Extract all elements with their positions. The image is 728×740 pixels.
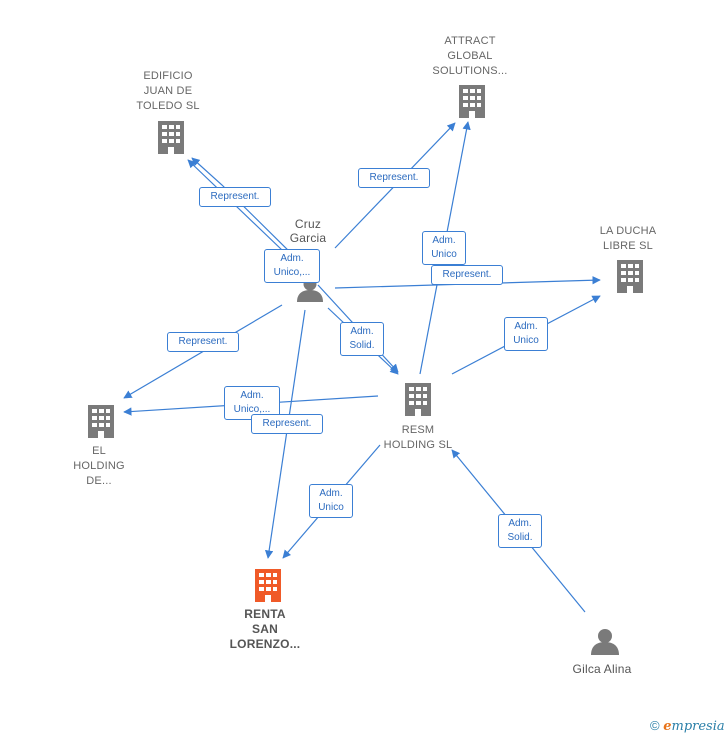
relation-label[interactable]: Adm. Unico [504, 317, 548, 351]
relation-label[interactable]: Adm. Solid. [340, 322, 384, 356]
node-label-laducha: LA DUCHA LIBRE SL [599, 225, 657, 252]
relation-label[interactable]: Represent. [251, 414, 323, 434]
relation-label[interactable]: Adm. Solid. [498, 514, 542, 548]
relation-label[interactable]: Adm. Unico,... [264, 249, 320, 283]
footer-brand[interactable]: © empresia [650, 718, 725, 734]
building-icon[interactable] [155, 120, 187, 156]
relation-label[interactable]: Represent. [199, 187, 271, 207]
building-icon[interactable] [614, 259, 646, 295]
relation-label[interactable]: Represent. [358, 168, 430, 188]
relation-label[interactable]: Adm. Unico [309, 484, 353, 518]
node-label-resm: RESM HOLDING SL [383, 424, 453, 451]
node-label-edificio: EDIFICIO JUAN DE TOLEDO SL [136, 70, 200, 112]
building-icon[interactable] [402, 382, 434, 418]
node-label-attract: ATTRACT GLOBAL SOLUTIONS... [432, 35, 508, 77]
relation-label[interactable]: Represent. [167, 332, 239, 352]
edge-cruz-edificio-2 [191, 157, 301, 263]
edge-cruz-renta [264, 309, 306, 559]
person-icon[interactable] [590, 628, 620, 656]
building-icon[interactable] [85, 404, 117, 440]
copyright-icon: © [650, 718, 660, 733]
brand-logo: empresia [663, 719, 725, 734]
node-label-elholding: EL HOLDING DE... [73, 445, 125, 487]
building-icon[interactable] [456, 84, 488, 120]
node-label-renta: RENTA SAN LORENZO... [229, 607, 301, 651]
node-label-gilca: Gilca Alina [572, 662, 632, 676]
relation-label[interactable]: Adm. Unico [422, 231, 466, 265]
building-icon[interactable] [252, 568, 284, 604]
relation-label[interactable]: Represent. [431, 265, 503, 285]
